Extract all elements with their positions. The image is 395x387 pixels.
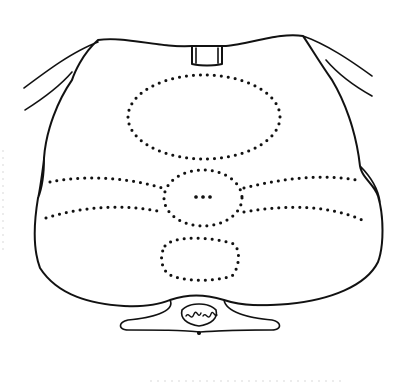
central-dot-1 — [194, 195, 198, 199]
right-lower-flap-line — [326, 60, 372, 96]
left-upper-flap-line — [24, 42, 98, 88]
dotted-line-right-lower — [244, 207, 362, 220]
dotted-region-dorsal — [128, 75, 280, 159]
dotted-region-ventral — [162, 238, 239, 280]
right-upper-flap-line — [303, 36, 372, 76]
dotted-line-left-upper — [50, 178, 162, 188]
ventral-marking-right — [203, 312, 217, 317]
dotted-line-right-upper — [244, 177, 356, 188]
dotted-line-left-lower — [46, 207, 162, 218]
central-dot-2 — [201, 195, 205, 199]
ventral-marking-left — [186, 312, 201, 317]
central-dot-3 — [208, 195, 212, 199]
ventral-bottom-dot — [197, 331, 201, 335]
